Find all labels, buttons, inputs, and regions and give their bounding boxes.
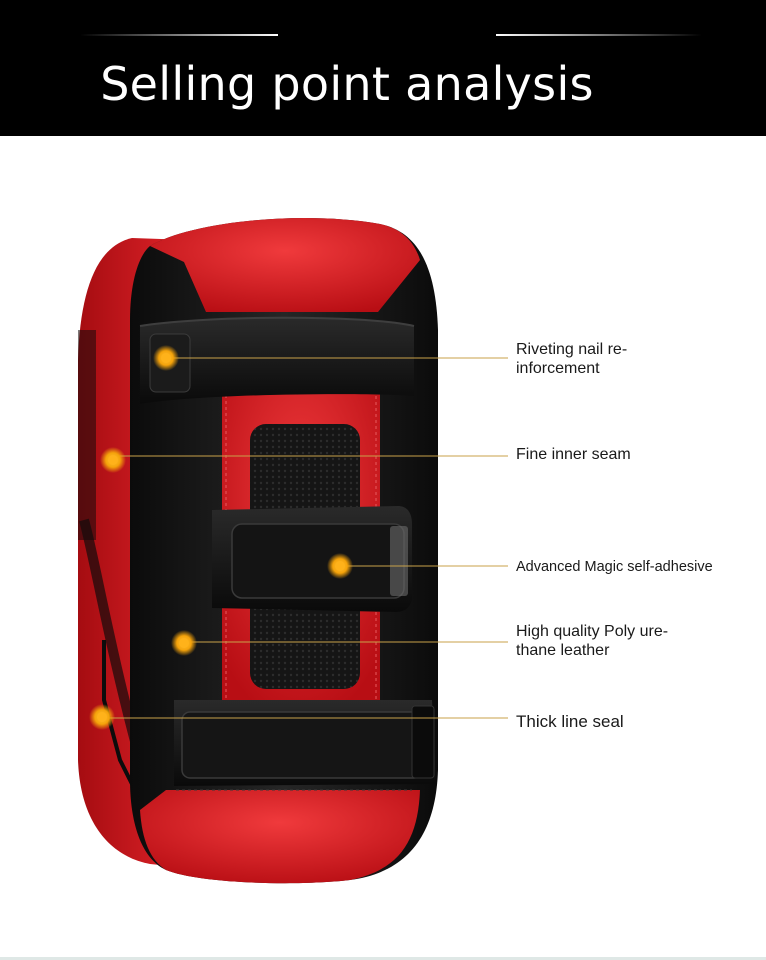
callout-fine-inner-seam: Fine inner seam [516, 446, 631, 463]
callout-thick-line-seal: Thick line seal [516, 712, 624, 731]
callout-leaders [102, 357, 508, 719]
bottom-strap [174, 700, 436, 786]
banner-divider-left [80, 34, 278, 36]
callout-riveting-nail: Riveting nail re- inforcement [516, 341, 628, 377]
callout-pu-leather: High quality Poly ure- thane leather [516, 623, 669, 659]
header-banner: Selling point analysis [0, 0, 766, 136]
page-title: Selling point analysis [100, 57, 594, 111]
footer-divider [0, 957, 766, 960]
callout-markers [89, 345, 353, 730]
banner-divider-right [496, 34, 702, 36]
velcro-strap [212, 506, 412, 612]
callout-magic-self-adhesive: Advanced Magic self-adhesive [516, 559, 713, 575]
top-handle [139, 316, 415, 404]
